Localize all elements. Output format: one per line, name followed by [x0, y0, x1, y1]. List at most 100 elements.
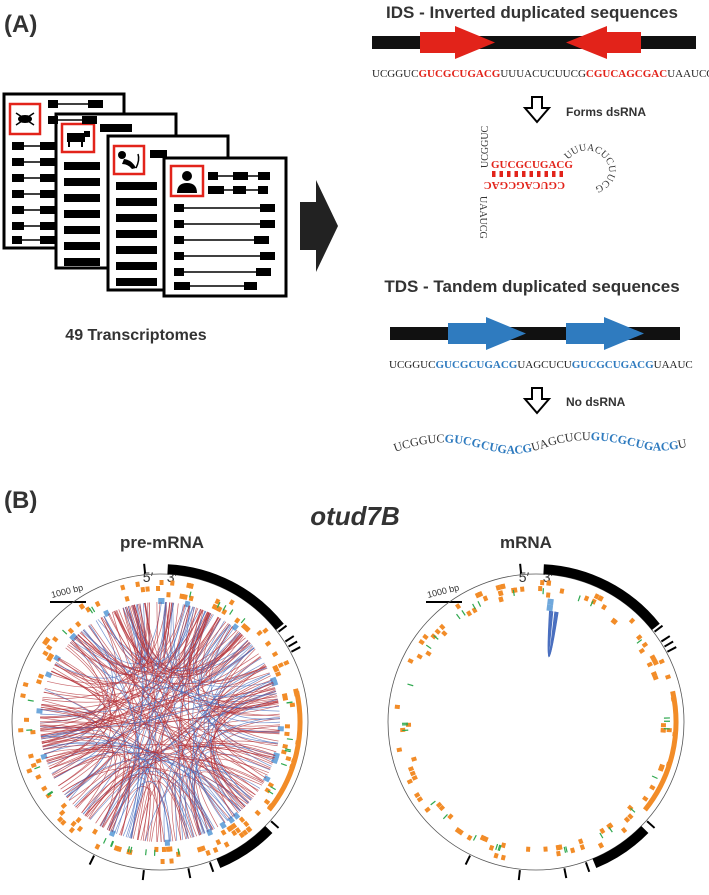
exon-block [48, 116, 58, 124]
exon-block [12, 236, 22, 244]
exon-block [146, 246, 157, 254]
exon-block [146, 262, 157, 270]
conservation-mark [177, 848, 180, 855]
link-curve [41, 704, 265, 782]
repeat-block [113, 845, 120, 852]
repeat-block [26, 768, 33, 774]
link-curve [114, 781, 170, 842]
repeat-block [254, 809, 261, 817]
repeat-block [211, 603, 218, 610]
repeat-block [263, 798, 271, 805]
repeat-block [175, 851, 181, 857]
repeat-block [281, 693, 288, 699]
repeat-block [652, 674, 659, 681]
repeat-block [416, 796, 424, 803]
hairpin-structure: UCGGUC UAAUCG GUCGCUGACG CGUCAGCGAC UUUA… [477, 125, 617, 238]
exon-block [174, 236, 184, 244]
base-pair-tick [529, 171, 533, 177]
blue-block [36, 708, 43, 714]
repeat-block [606, 823, 613, 830]
exon-block [90, 162, 100, 170]
exon-block [136, 182, 150, 190]
repeat-block [243, 820, 250, 828]
duplication-links [36, 597, 284, 846]
exon-block [260, 220, 275, 228]
repeat-block [238, 816, 246, 823]
hairpin-bottom-strand: CGUCAGCGAC [484, 179, 565, 191]
gene-structure-row [174, 204, 275, 212]
repeat-block [651, 671, 658, 677]
link-curve [40, 713, 94, 740]
repeat-block [658, 763, 665, 770]
link-curve [40, 707, 259, 792]
gene-structure-row [174, 252, 275, 260]
exon-boundary-tick [287, 640, 298, 648]
repeat-block [140, 586, 146, 593]
exon-boundary-tick [88, 855, 95, 866]
gene-structure-row [174, 236, 269, 244]
repeat-block [425, 650, 432, 657]
exon-block [77, 194, 90, 202]
conservation-mark [102, 837, 107, 844]
exon-block [77, 178, 90, 186]
exon-block [40, 142, 57, 150]
gene-structure-row [174, 282, 257, 290]
repeat-block [28, 753, 34, 759]
repeat-block [47, 652, 55, 659]
repeat-block [221, 608, 228, 616]
link-curve [40, 736, 241, 812]
exon-boundary-tick [519, 563, 523, 574]
duplication-links [546, 598, 559, 658]
exon-boundary-tick [290, 646, 301, 653]
repeat-block [422, 633, 429, 640]
conservation-mark [222, 605, 227, 611]
link-curve [199, 765, 263, 812]
repeat-block [52, 636, 59, 643]
repeat-block [664, 674, 672, 680]
link-curve [164, 602, 202, 671]
exon-block [258, 172, 270, 180]
repeat-block [289, 702, 296, 708]
repeat-block [196, 846, 203, 853]
blue-block [227, 815, 235, 824]
tds-title: TDS - Tandem duplicated sequences [384, 277, 679, 296]
link-curve [108, 786, 165, 842]
exon-block [116, 182, 128, 190]
exon-block [126, 262, 143, 270]
link-curve [204, 751, 271, 804]
gene-structure-row [174, 268, 271, 276]
link-curve [97, 619, 252, 672]
repeat-block [275, 671, 282, 677]
gene-structure-row [174, 220, 275, 228]
link-curve [129, 605, 242, 675]
exon-boundary-tick [270, 820, 280, 829]
exon-block [126, 198, 143, 206]
repeat-block [70, 820, 77, 827]
link-curve [58, 657, 162, 843]
repeat-block [135, 581, 141, 588]
gene-structure-row [116, 214, 157, 222]
repeat-track [18, 579, 303, 865]
repeat-block [116, 846, 123, 853]
repeat-block [493, 852, 499, 859]
repeat-block [200, 845, 206, 852]
gene-structure-row [48, 116, 97, 124]
link-curve [42, 671, 107, 747]
exon-block [174, 268, 184, 276]
gene-structure-row [116, 230, 157, 238]
repeat-block [620, 826, 628, 834]
exon-block [146, 214, 157, 222]
repeat-block [657, 766, 665, 772]
exon-boundary-tick [660, 635, 671, 643]
link-curve [193, 639, 248, 824]
link-curve [81, 767, 205, 834]
link-curve [41, 699, 252, 801]
exon-block [244, 282, 257, 290]
tds-down-arrow [522, 387, 552, 415]
repeat-block [441, 630, 448, 637]
repeat-block [76, 825, 84, 833]
exon-arc [592, 825, 649, 869]
repeat-block [638, 647, 646, 654]
hairpin-left-strand: UCGGUC [480, 125, 491, 168]
repeat-block [455, 603, 462, 610]
